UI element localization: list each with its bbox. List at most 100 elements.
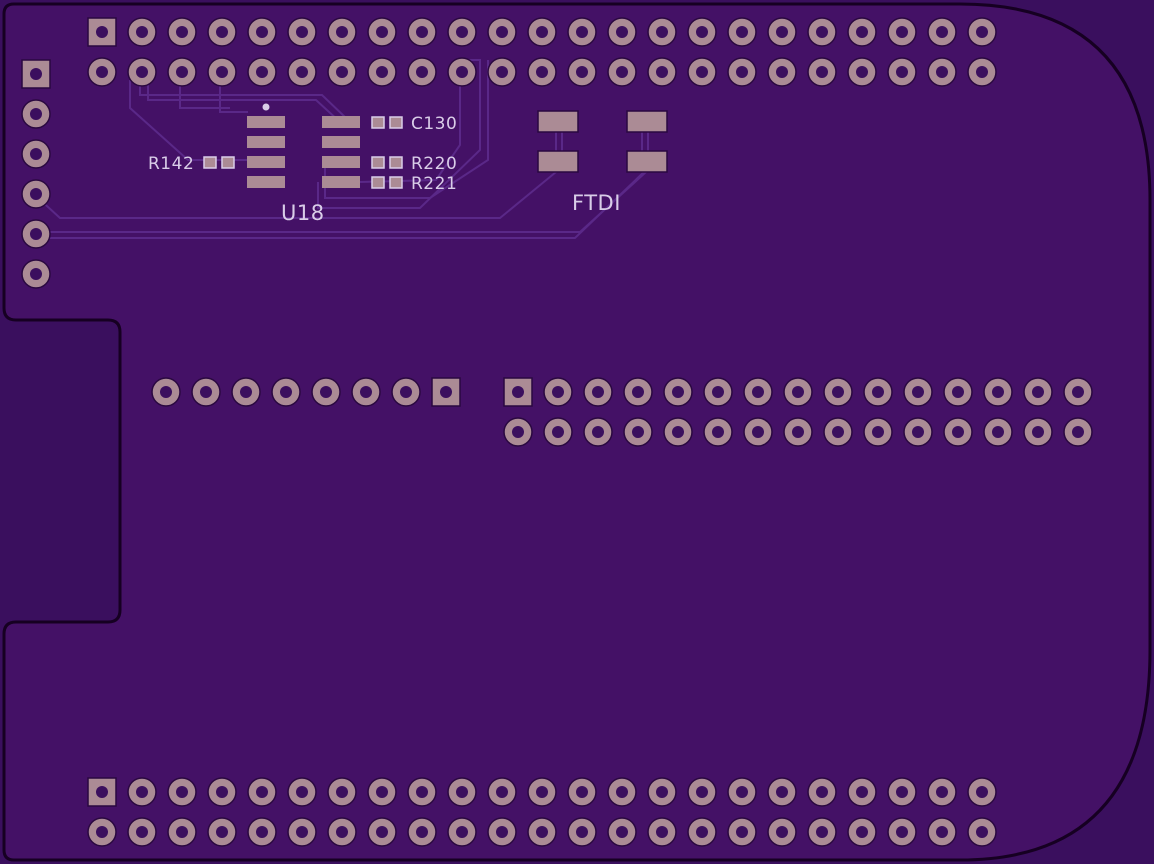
middle-header-pad-drill-hole xyxy=(320,386,332,398)
bottom-header-pad-drill-hole xyxy=(536,826,548,838)
right-header-pad-drill-hole xyxy=(832,386,844,398)
left-header-pad-drill-hole xyxy=(30,68,42,80)
bottom-header-pad-drill-hole xyxy=(456,826,468,838)
right-header-pad-drill-hole xyxy=(752,426,764,438)
bottom-header-pad-drill-hole xyxy=(96,826,108,838)
bottom-header-pad-drill-hole xyxy=(576,786,588,798)
right-header-pad-drill-hole xyxy=(672,426,684,438)
top-header-pad-drill-hole xyxy=(816,66,828,78)
right-header-pad-drill-hole xyxy=(632,386,644,398)
top-header-pad-drill-hole xyxy=(256,66,268,78)
bottom-header-pad-drill-hole xyxy=(816,786,828,798)
bottom-header-pad-drill-hole xyxy=(176,826,188,838)
top-header-pad-drill-hole xyxy=(496,66,508,78)
top-header-pad-drill-hole xyxy=(736,26,748,38)
right-header-pad-drill-hole xyxy=(952,386,964,398)
bottom-header-pad-drill-hole xyxy=(896,826,908,838)
bottom-header-pad-drill-hole xyxy=(496,786,508,798)
bottom-header-pad-drill-hole xyxy=(176,786,188,798)
top-header-pad-drill-hole xyxy=(696,66,708,78)
bottom-header-pad-drill-hole xyxy=(656,786,668,798)
bottom-header-pad-drill-hole xyxy=(96,786,108,798)
bottom-header-pad-drill-hole xyxy=(736,786,748,798)
top-header-pad-drill-hole xyxy=(136,26,148,38)
top-header-pad-drill-hole xyxy=(896,66,908,78)
right-header-pad-drill-hole xyxy=(832,426,844,438)
trace-layer xyxy=(35,59,649,239)
bottom-header-pad-drill-hole xyxy=(976,786,988,798)
passive-pads xyxy=(203,116,403,189)
bottom-header-pad-drill-hole xyxy=(816,826,828,838)
bottom-header-pad-drill-hole xyxy=(776,826,788,838)
top-header-pad-drill-hole xyxy=(936,66,948,78)
bottom-header-pad-drill-hole xyxy=(296,786,308,798)
right-header-pad-drill-hole xyxy=(752,386,764,398)
top-header-pad-drill-hole xyxy=(896,26,908,38)
right-header-pad-drill-hole xyxy=(952,426,964,438)
top-header-pad-drill-hole xyxy=(296,66,308,78)
right-header-pad-drill-hole xyxy=(912,386,924,398)
bottom-header-pad-drill-hole xyxy=(336,786,348,798)
right-header-pad-drill-hole xyxy=(992,386,1004,398)
top-header-pad-drill-hole xyxy=(776,66,788,78)
right-header-pad-drill-hole xyxy=(512,386,524,398)
top-header-pad-drill-hole xyxy=(96,26,108,38)
u18-pin1-marker xyxy=(262,103,270,111)
r220-label: R220 xyxy=(411,154,457,174)
top-header-pad xyxy=(87,17,117,47)
left-header-pad-drill-hole xyxy=(30,108,42,120)
bottom-header-pad-drill-hole xyxy=(336,826,348,838)
bottom-header-pad-drill-hole xyxy=(136,786,148,798)
top-header-pad-drill-hole xyxy=(376,26,388,38)
bottom-header-pad-drill-hole xyxy=(696,786,708,798)
top-header-pad-drill-hole xyxy=(976,66,988,78)
bottom-header-pad-drill-hole xyxy=(936,826,948,838)
top-header-pad-drill-hole xyxy=(216,66,228,78)
bottom-header-pad-drill-hole xyxy=(616,786,628,798)
top-header-pad-drill-hole xyxy=(416,66,428,78)
right-header-pad-drill-hole xyxy=(872,426,884,438)
header-pads xyxy=(21,17,1093,847)
bottom-header-pad-drill-hole xyxy=(216,786,228,798)
top-header-pad-drill-hole xyxy=(856,66,868,78)
top-header-pad-drill-hole xyxy=(456,66,468,78)
right-header-pad-drill-hole xyxy=(712,386,724,398)
right-header-pad-drill-hole xyxy=(792,386,804,398)
bottom-header-pad-drill-hole xyxy=(856,826,868,838)
top-header-pad-drill-hole xyxy=(536,26,548,38)
top-header-pad-drill-hole xyxy=(416,26,428,38)
middle-header-pad-drill-hole xyxy=(400,386,412,398)
top-header-pad-drill-hole xyxy=(376,66,388,78)
top-header-pad-drill-hole xyxy=(576,26,588,38)
bottom-header-pad-drill-hole xyxy=(856,786,868,798)
top-header-pad-drill-hole xyxy=(976,26,988,38)
left-header-pad-drill-hole xyxy=(30,228,42,240)
top-header-pad-drill-hole xyxy=(176,66,188,78)
bottom-header-pad-drill-hole xyxy=(296,826,308,838)
bottom-header-pad-drill-hole xyxy=(976,826,988,838)
bottom-header-pad-drill-hole xyxy=(136,826,148,838)
c130-label: C130 xyxy=(411,114,457,134)
bottom-header-pad-drill-hole xyxy=(696,826,708,838)
ftdi-pads xyxy=(537,110,668,173)
right-header-pad-drill-hole xyxy=(592,426,604,438)
right-header-pad-drill-hole xyxy=(1032,386,1044,398)
right-header-pad-drill-hole xyxy=(872,386,884,398)
bottom-header-pad-drill-hole xyxy=(776,786,788,798)
top-header-pad-drill-hole xyxy=(296,26,308,38)
bottom-header-pad-drill-hole xyxy=(936,786,948,798)
top-header-pad-drill-hole xyxy=(656,26,668,38)
left-header-pad-drill-hole xyxy=(30,188,42,200)
u18-label: U18 xyxy=(281,201,325,225)
top-header-pad-drill-hole xyxy=(256,26,268,38)
bottom-header-pad-drill-hole xyxy=(256,826,268,838)
right-header-pad-drill-hole xyxy=(632,426,644,438)
top-header-pad-drill-hole xyxy=(856,26,868,38)
bottom-header-pad-drill-hole xyxy=(376,826,388,838)
top-header-pad-drill-hole xyxy=(496,26,508,38)
top-header-pad-drill-hole xyxy=(616,26,628,38)
top-header-pad-drill-hole xyxy=(736,66,748,78)
middle-header-pad-drill-hole xyxy=(280,386,292,398)
right-header-pad-drill-hole xyxy=(992,426,1004,438)
bottom-header-pad-drill-hole xyxy=(896,786,908,798)
